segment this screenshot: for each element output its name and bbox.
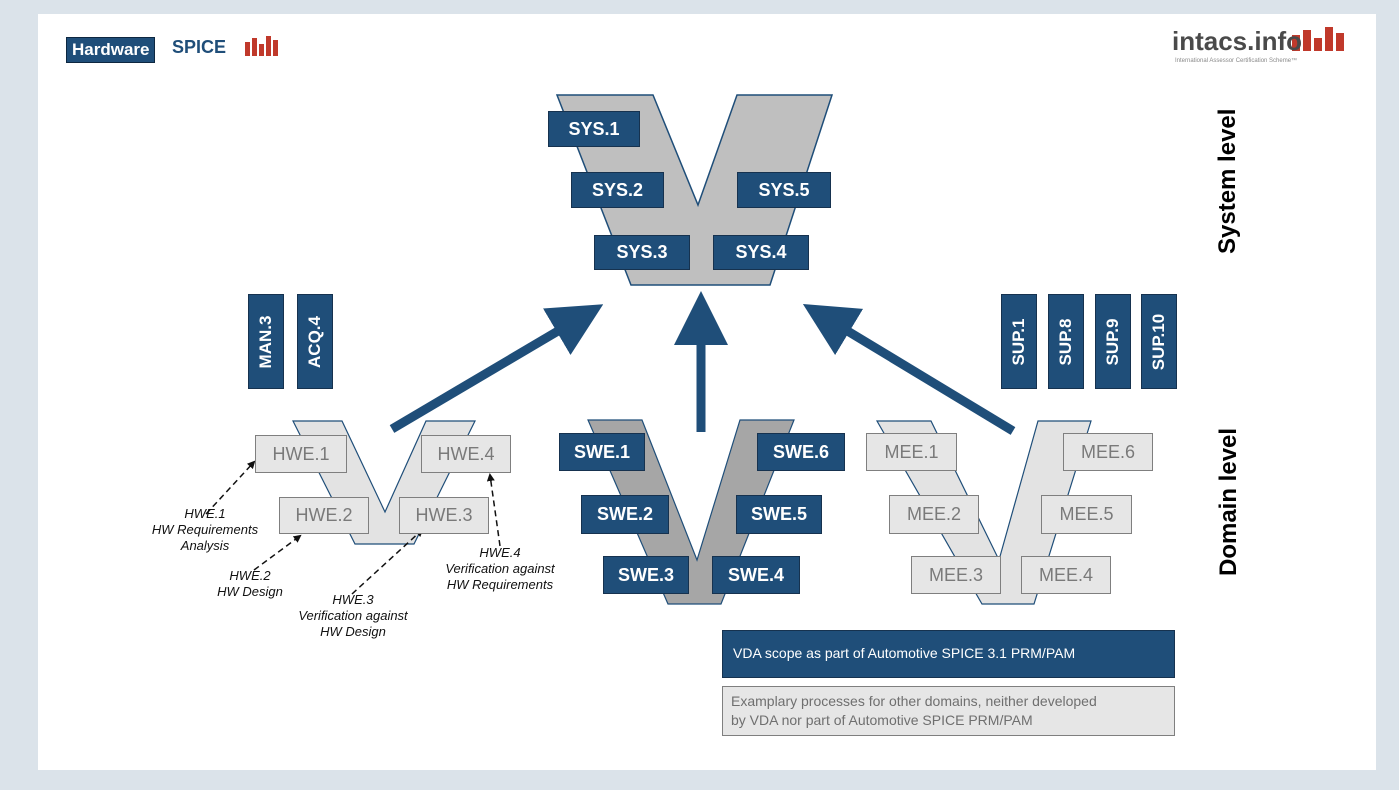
sup-9-box: SUP.9 — [1095, 294, 1131, 389]
mee-3-box: MEE.3 — [911, 556, 1001, 594]
legend-other-domains: Examplary processes for other domains, n… — [722, 686, 1175, 736]
annotation-hwe1: HWE.1 HW Requirements Analysis — [140, 506, 270, 554]
sup-1-box: SUP.1 — [1001, 294, 1037, 389]
sys-1-box: SYS.1 — [548, 111, 640, 147]
annotation-hwe4-line2: Verification against — [445, 561, 555, 576]
swe-2-box: SWE.2 — [581, 495, 669, 534]
annotation-hwe3-line2: Verification against — [298, 608, 408, 623]
system-level-label: System level — [1214, 108, 1241, 254]
domain-level-label: Domain level — [1215, 427, 1242, 576]
swe-5-box: SWE.5 — [736, 495, 822, 534]
annotation-hwe3: HWE.3 Verification against HW Design — [283, 592, 423, 640]
arrow-mee-to-sys — [802, 304, 1016, 435]
dashed-arrow-hwe4 — [486, 473, 501, 547]
annotation-hwe3-id: HWE.3 — [332, 592, 374, 607]
sys-5-box: SYS.5 — [737, 172, 831, 208]
annotation-hwe2: HWE.2 HW Design — [200, 568, 300, 600]
hwe-4-box: HWE.4 — [421, 435, 511, 473]
mee-6-box: MEE.6 — [1063, 433, 1153, 471]
hwe-3-box: HWE.3 — [399, 497, 489, 534]
sup-10-label: SUP.10 — [1149, 313, 1168, 370]
annotation-hwe1-line3: Analysis — [180, 538, 230, 553]
swe-1-box: SWE.1 — [559, 433, 645, 471]
dashed-arrow-hwe3 — [351, 528, 424, 595]
legend-other-line1: Examplary processes for other domains, n… — [731, 693, 1097, 709]
mee-4-box: MEE.4 — [1021, 556, 1111, 594]
mee-2-box: MEE.2 — [889, 495, 979, 534]
legend-vda-scope: VDA scope as part of Automotive SPICE 3.… — [722, 630, 1175, 678]
spice-logo-bars — [245, 36, 278, 56]
swe-4-box: SWE.4 — [712, 556, 800, 594]
intacs-logo-text: intacs.info — [1172, 26, 1303, 56]
annotation-hwe2-line2: HW Design — [217, 584, 283, 599]
acq-4-box: ACQ.4 — [297, 294, 333, 389]
annotation-hwe4-line3: HW Requirements — [446, 577, 554, 592]
sys-3-box: SYS.3 — [594, 235, 690, 270]
sup-8-label: SUP.8 — [1056, 318, 1075, 365]
man-3-box: MAN.3 — [248, 294, 284, 389]
acq-4-label: ACQ.4 — [305, 315, 324, 368]
swe-3-box: SWE.3 — [603, 556, 689, 594]
sys-2-box: SYS.2 — [571, 172, 664, 208]
annotation-hwe4-id: HWE.4 — [479, 545, 521, 560]
sup-8-box: SUP.8 — [1048, 294, 1084, 389]
annotation-hwe3-line3: HW Design — [320, 624, 386, 639]
hwe-1-box: HWE.1 — [255, 435, 347, 473]
annotation-hwe4: HWE.4 Verification against HW Requiremen… — [430, 545, 570, 593]
arrow-hwe-to-sys — [389, 304, 604, 433]
hardware-logo: Hardware — [66, 37, 156, 63]
intacs-logo-bars — [1292, 27, 1344, 51]
man-3-label: MAN.3 — [256, 315, 275, 368]
annotation-hwe1-id: HWE.1 — [184, 506, 226, 521]
sup-9-label: SUP.9 — [1103, 318, 1122, 365]
sup-10-box: SUP.10 — [1141, 294, 1177, 389]
mee-5-box: MEE.5 — [1041, 495, 1132, 534]
sup-1-label: SUP.1 — [1009, 318, 1028, 365]
swe-6-box: SWE.6 — [757, 433, 845, 471]
hwe-2-box: HWE.2 — [279, 497, 369, 534]
dashed-arrow-hwe1 — [205, 460, 256, 515]
spice-logo-text: SPICE — [172, 37, 227, 57]
annotation-hwe2-id: HWE.2 — [229, 568, 271, 583]
intacs-subtitle: International Assessor Certification Sch… — [1175, 58, 1298, 64]
mee-1-box: MEE.1 — [866, 433, 957, 471]
sys-4-box: SYS.4 — [713, 235, 809, 270]
annotation-hwe1-line2: HW Requirements — [151, 522, 259, 537]
legend-other-line2: by VDA nor part of Automotive SPICE PRM/… — [731, 712, 1033, 728]
